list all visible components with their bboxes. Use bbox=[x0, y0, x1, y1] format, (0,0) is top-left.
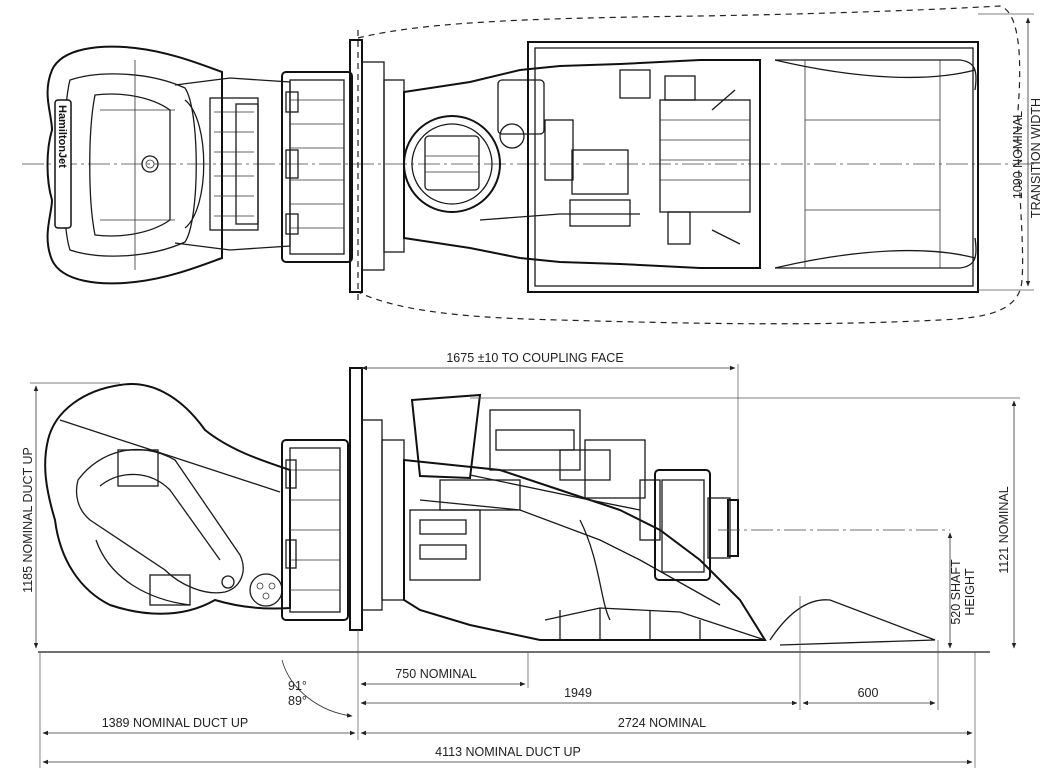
dim-4113: 4113 NOMINAL DUCT UP bbox=[42, 745, 973, 765]
dim-1389: 1389 NOMINAL DUCT UP bbox=[42, 716, 356, 736]
angle-89-text: 89° bbox=[288, 694, 307, 708]
transom-flange-top bbox=[349, 30, 405, 300]
coupling-face-dim: 1675 ±10 TO COUPLING FACE bbox=[361, 351, 739, 500]
dim-2724: 2724 NOMINAL bbox=[360, 716, 973, 736]
hydraulics-side bbox=[410, 393, 739, 621]
top-view: HamiltonJet bbox=[22, 5, 1043, 325]
gearbox-side bbox=[654, 469, 711, 581]
dim-600: 600 bbox=[802, 686, 936, 706]
dim-750: 750 NOMINAL bbox=[360, 667, 526, 687]
overall-height-dim: 1121 NOMINAL bbox=[470, 397, 1020, 649]
transition-width-dim: 1090 NOMINAL TRANSITION WIDTH bbox=[978, 13, 1043, 291]
coupling-flange bbox=[727, 499, 739, 557]
inspection-hatch-top bbox=[403, 115, 501, 213]
shaft-height-label: HEIGHT bbox=[963, 568, 977, 616]
dim-4113-text: 4113 NOMINAL DUCT UP bbox=[435, 745, 581, 759]
transition-width-label: TRANSITION WIDTH bbox=[1029, 98, 1043, 218]
side-view: 1185 NOMINAL DUCT UP 1121 NOMINAL 520 SH… bbox=[21, 351, 1020, 768]
angle-91-text: 91° bbox=[288, 679, 307, 693]
duct-height-text: 1185 NOMINAL DUCT UP bbox=[21, 447, 35, 593]
shaft-height-value: 520 SHAFT bbox=[949, 559, 963, 625]
intake-side bbox=[403, 458, 936, 646]
dim-1949: 1949 bbox=[360, 686, 798, 706]
transition-width-value: 1090 NOMINAL bbox=[1011, 111, 1025, 199]
overall-height-text: 1121 NOMINAL bbox=[997, 486, 1011, 573]
hamiltonjet-logo: HamiltonJet bbox=[56, 105, 68, 168]
reverse-duct-side bbox=[44, 383, 291, 615]
intake-block-top bbox=[527, 41, 979, 293]
transom-angle: 91° 89° bbox=[281, 659, 353, 718]
transition-outline bbox=[357, 5, 1024, 325]
dim-2724-text: 2724 NOMINAL bbox=[618, 716, 706, 730]
gearbox-body-top bbox=[403, 59, 761, 269]
shaft-height-dim: 520 SHAFT HEIGHT bbox=[947, 532, 977, 649]
inspection-hatch-side bbox=[419, 519, 467, 535]
dim-750-text: 750 NOMINAL bbox=[395, 667, 476, 681]
pump-housing-side bbox=[281, 439, 349, 621]
logo-plate bbox=[54, 99, 72, 229]
steering-nozzle: HamiltonJet bbox=[46, 45, 223, 285]
steering-pivot bbox=[249, 573, 283, 607]
duct-height-dim: 1185 NOMINAL DUCT UP bbox=[21, 382, 120, 649]
transom-flange-side bbox=[349, 367, 405, 631]
dim-1389-text: 1389 NOMINAL DUCT UP bbox=[102, 716, 249, 730]
coupling-face-text: 1675 ±10 TO COUPLING FACE bbox=[446, 351, 623, 365]
dim-1949-text: 1949 bbox=[564, 686, 592, 700]
dim-600-text: 600 bbox=[858, 686, 879, 700]
pump-housing-top bbox=[281, 71, 353, 263]
